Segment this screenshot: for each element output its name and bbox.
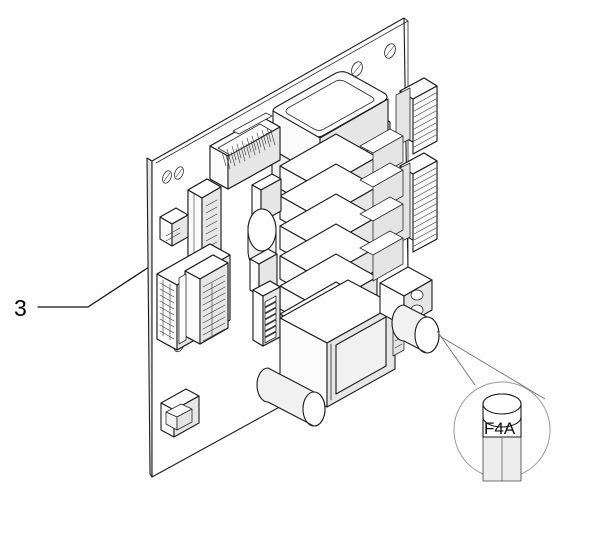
power-block-panel xyxy=(335,316,387,395)
relay-block-rear xyxy=(359,230,404,282)
dip-switch-front xyxy=(252,289,264,347)
detail-pointer-line-lower xyxy=(437,334,546,400)
mounting-hole xyxy=(162,170,172,184)
fuse: F4A xyxy=(482,393,522,482)
detail-pointer-line-upper xyxy=(436,330,476,386)
edge-connector-upper-shroud xyxy=(395,87,411,147)
barrel-capacitor-end xyxy=(302,391,326,427)
board-edge-thickness xyxy=(146,157,153,478)
idc-pin-header xyxy=(209,112,281,190)
terminal-block-large xyxy=(156,243,231,351)
edge-connector-upper-contacts xyxy=(413,92,437,148)
edge-connector-upper xyxy=(395,77,438,155)
barrel-capacitor xyxy=(256,367,326,427)
capacitor-top xyxy=(247,208,277,252)
callout-3: 3 xyxy=(14,266,150,321)
idc-header-key-tab xyxy=(232,112,273,135)
transformer-top-recess xyxy=(285,79,375,131)
mounting-hole xyxy=(384,43,396,59)
edge-connector-upper-face xyxy=(412,85,438,155)
callout-label-3: 3 xyxy=(14,295,27,321)
terminal-block-right-front xyxy=(184,270,201,345)
idc-header-pins xyxy=(221,127,276,170)
idc-header-cavity xyxy=(217,123,273,156)
edge-connector-lower-contacts xyxy=(413,167,437,247)
edge-connector-lower-face xyxy=(412,160,438,253)
callout-leader-line xyxy=(37,266,150,308)
fuse-holder-cap xyxy=(414,316,440,354)
bracket-jumper xyxy=(160,388,200,438)
terminal-block-right-contacts xyxy=(202,274,226,342)
relay-block-right xyxy=(379,266,433,327)
dip-switch xyxy=(252,280,281,347)
dip-switch-positions xyxy=(264,295,277,344)
terminal-block-slots xyxy=(159,279,175,341)
terminal-block-divider xyxy=(178,273,187,345)
fuse-cap-top-ellipse xyxy=(482,393,522,415)
fuse-rating-label: F4A xyxy=(484,419,516,438)
mounting-hole xyxy=(174,166,184,180)
terminal-block-left-front xyxy=(156,273,178,351)
fuse-detail-view: F4A xyxy=(436,330,551,482)
small-cube-component xyxy=(159,207,189,247)
fuse-holder xyxy=(391,304,440,354)
